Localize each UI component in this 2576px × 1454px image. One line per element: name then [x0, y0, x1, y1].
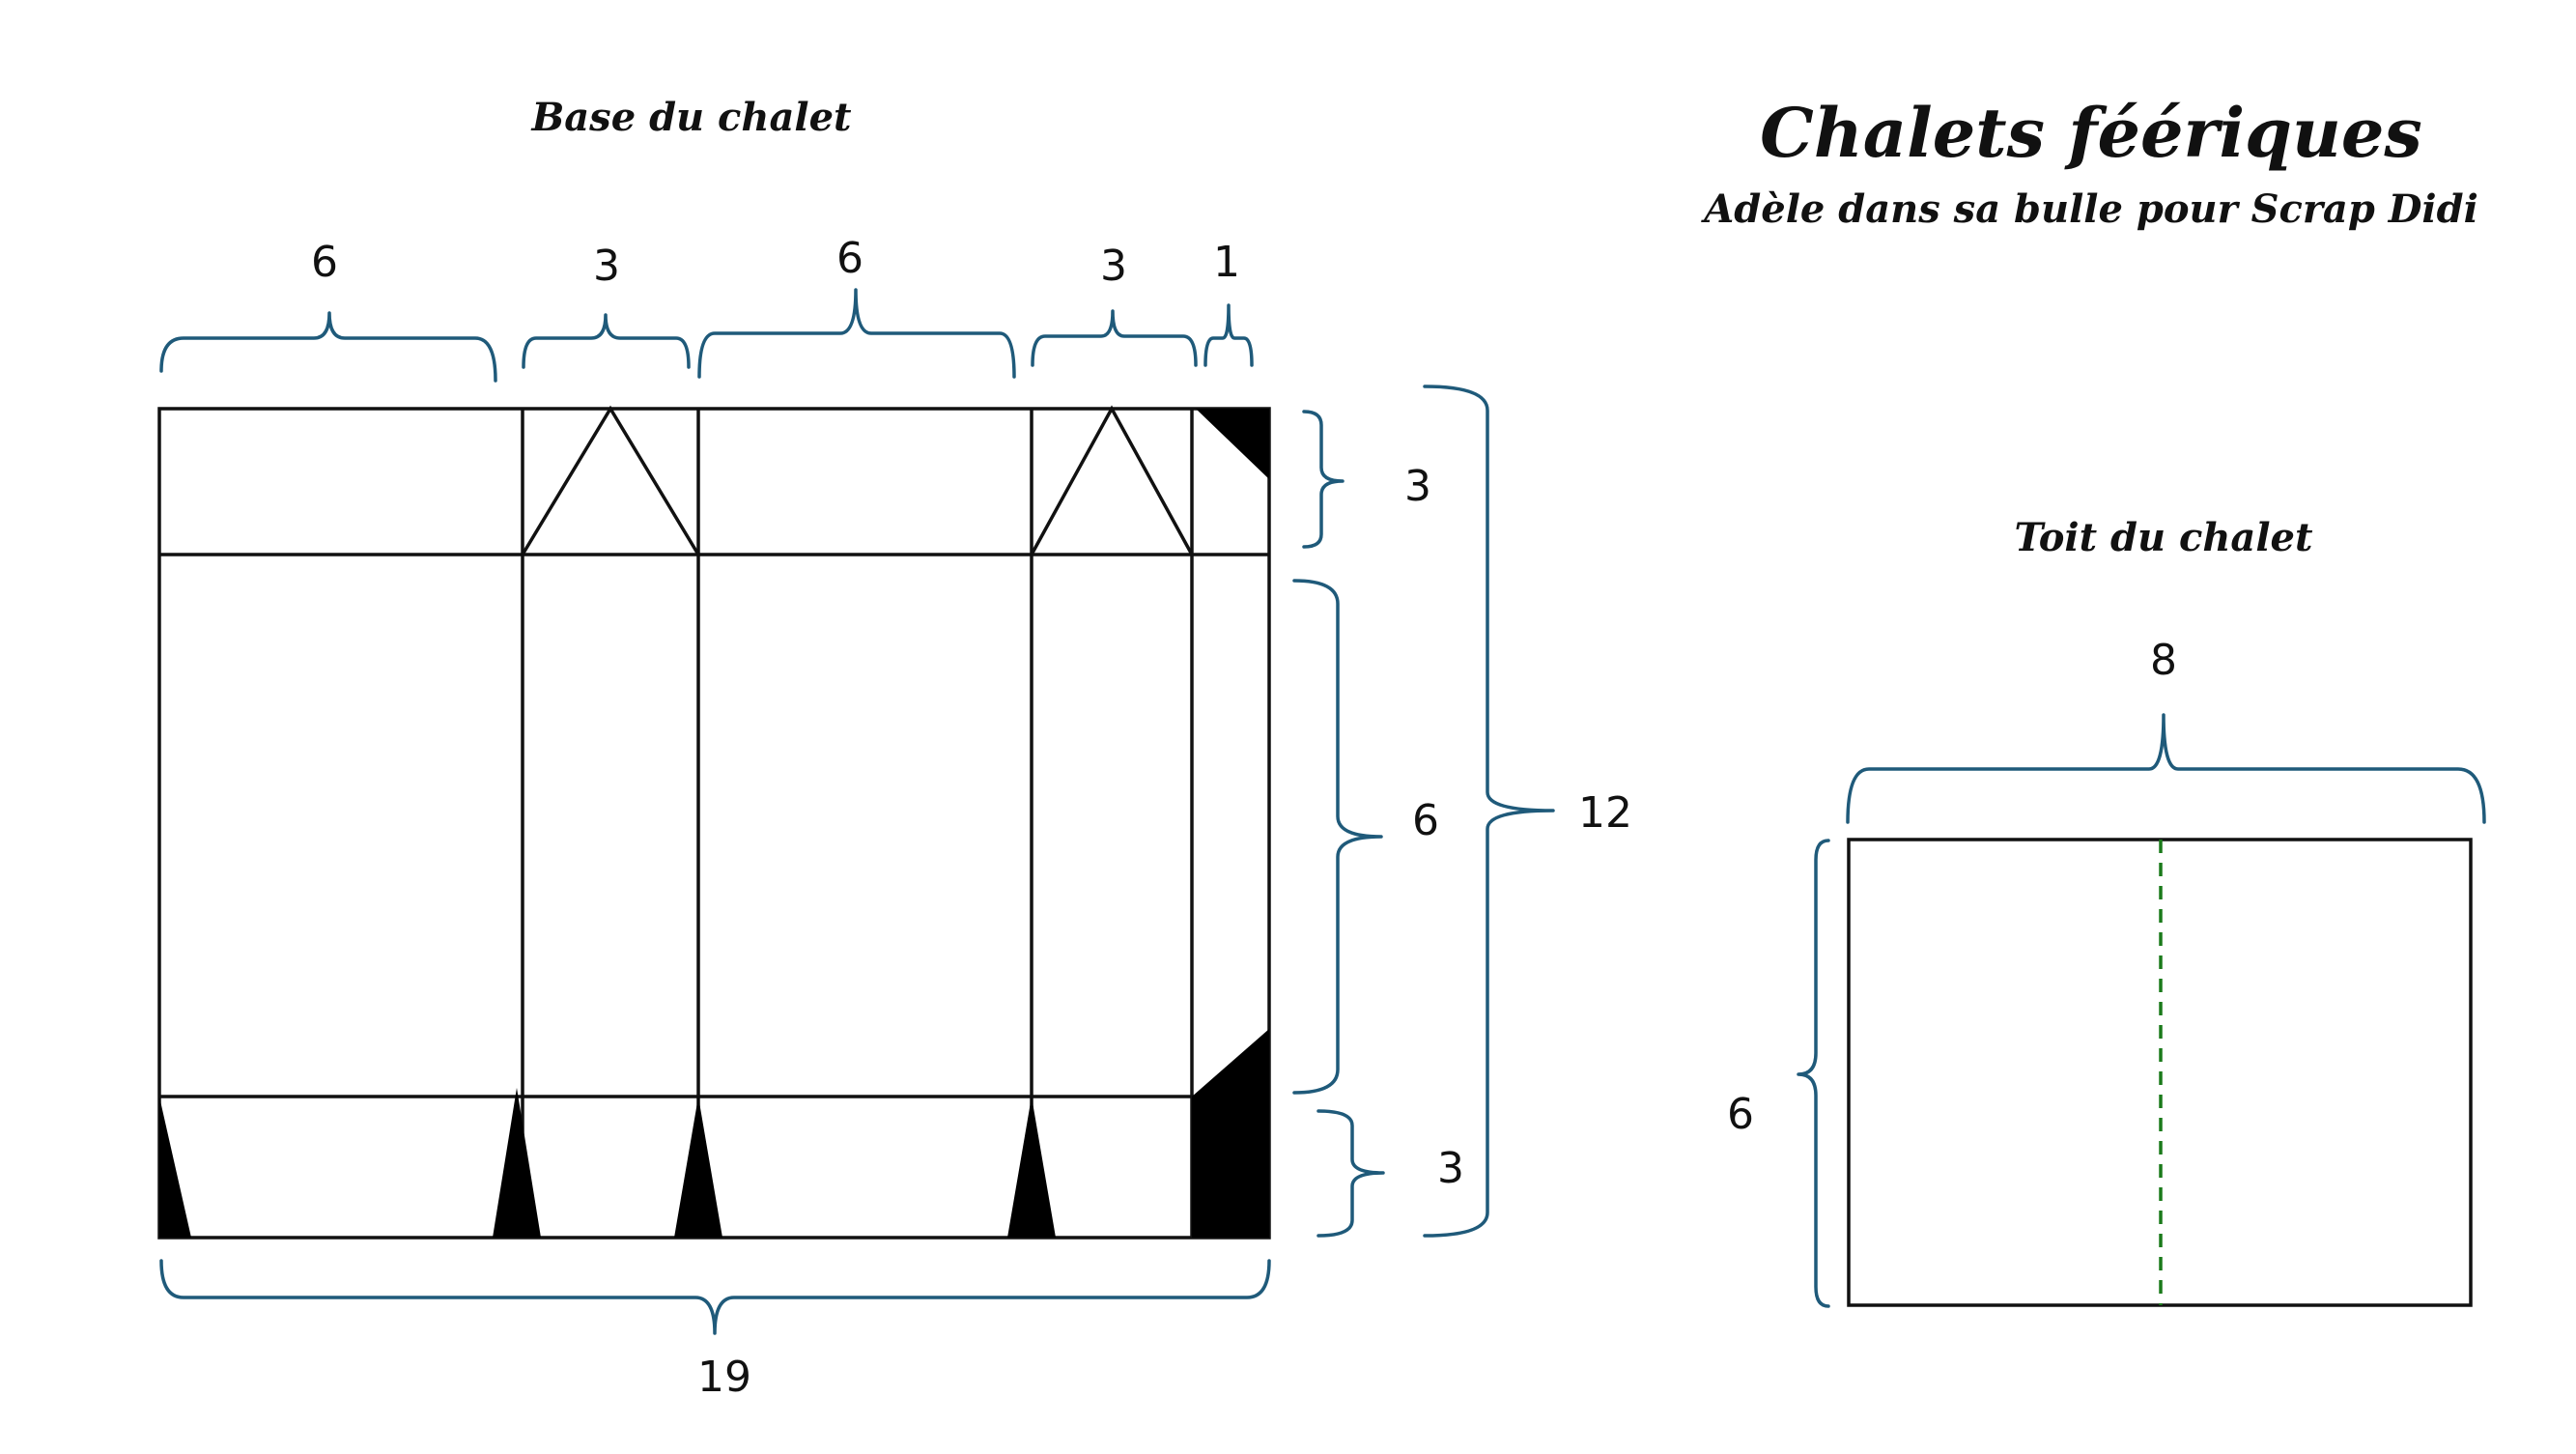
brace-bottom	[159, 1259, 1271, 1335]
brace-roof-width	[1846, 713, 2486, 824]
base-pattern	[157, 405, 1271, 1240]
glue-tab-3	[674, 1097, 722, 1238]
top-dimensions: 6 3 6 3 1	[159, 234, 1254, 383]
brace-top-2	[522, 313, 691, 369]
base-outline	[157, 407, 1271, 1240]
bottom-dimension: 19	[159, 1259, 1271, 1402]
gable-triangle-left	[521, 405, 700, 556]
dim-right-3: 3	[1437, 1144, 1464, 1193]
glue-tab-1	[159, 1097, 191, 1238]
brace-right-3	[1316, 1109, 1385, 1238]
roof-pattern	[1847, 838, 2473, 1307]
dim-top-1: 6	[311, 238, 338, 287]
glue-tab-square	[1192, 1097, 1269, 1238]
brace-top-5	[1203, 303, 1254, 367]
brace-top-4	[1031, 309, 1198, 367]
brace-right-1	[1302, 410, 1345, 549]
dim-total-width: 19	[697, 1353, 751, 1402]
roof-heading: Toit du chalet	[2015, 515, 2313, 560]
gable-triangle-right	[1030, 405, 1194, 556]
glue-tab-corner-bottom	[1192, 1029, 1269, 1097]
glue-tab-2	[493, 1088, 541, 1238]
glue-tab-corner-top	[1196, 409, 1269, 479]
brace-top-1	[159, 311, 497, 383]
page-title: Chalets féériques	[1760, 93, 2422, 173]
dim-top-2: 3	[593, 242, 620, 291]
dim-right-2: 6	[1412, 796, 1439, 845]
dim-top-5: 1	[1213, 238, 1240, 287]
dim-top-3: 6	[836, 234, 863, 283]
dim-roof-height: 6	[1727, 1090, 1754, 1139]
glue-tab-4	[1007, 1097, 1056, 1238]
page-subtitle: Adèle dans sa bulle pour Scrap Didi	[1700, 186, 2478, 232]
dim-total-height: 12	[1578, 788, 1632, 838]
roof-dimensions: 8 6	[1727, 636, 2486, 1308]
base-heading: Base du chalet	[530, 95, 852, 140]
brace-right-2	[1292, 579, 1383, 1095]
dim-top-4: 3	[1100, 242, 1127, 291]
brace-right-total	[1423, 385, 1555, 1238]
brace-roof-height	[1797, 839, 1830, 1308]
right-dimensions: 3 6 3 12	[1292, 385, 1632, 1238]
dim-roof-width: 8	[2150, 636, 2177, 685]
dim-right-1: 3	[1404, 462, 1431, 511]
brace-top-3	[697, 288, 1016, 379]
